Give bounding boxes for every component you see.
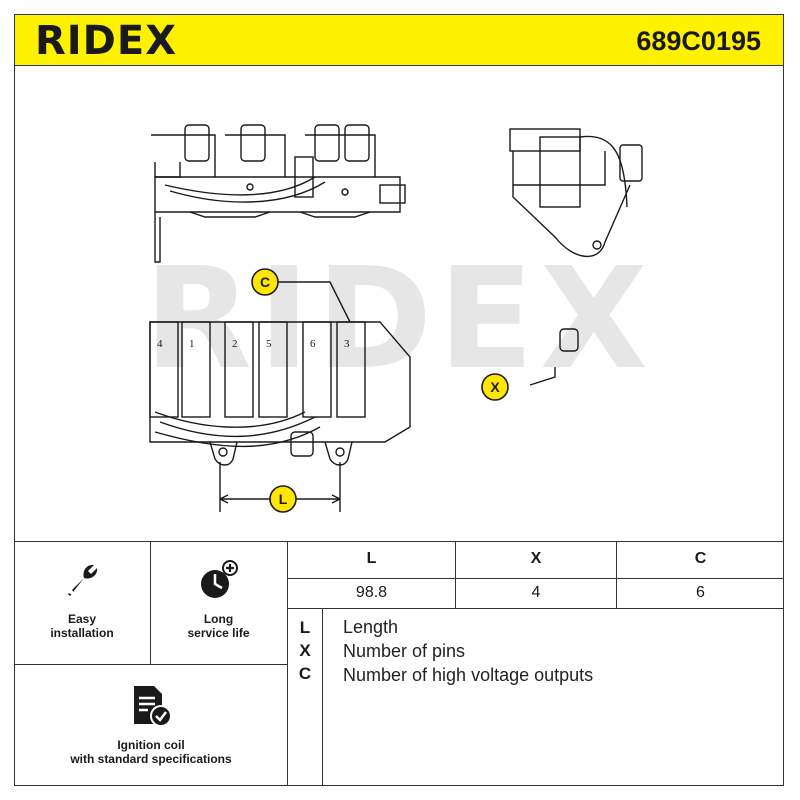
feature-easy-installation: Easy installation: [14, 558, 150, 640]
feature-label-line2: service life: [187, 626, 250, 640]
legend-text-pins: Number of pins: [343, 641, 466, 661]
clock-plus-icon: [200, 560, 238, 598]
side-view-top: [151, 124, 406, 263]
features-specs-divider: [287, 541, 288, 786]
specs-col-divider-1: [455, 541, 456, 608]
spec-value-x: 4: [531, 584, 541, 601]
features-divider-h: [14, 664, 288, 665]
coil-number: 6: [310, 338, 316, 350]
legend-text-length: Length: [343, 617, 399, 637]
spec-header-c: C: [694, 550, 707, 567]
callout-x-label: X: [490, 379, 500, 395]
brand-logo: RIDEX: [35, 18, 178, 64]
spec-value-c: 6: [696, 584, 705, 601]
coil-number: 2: [232, 338, 238, 350]
spec-header-l: L: [366, 550, 377, 567]
table-top-border: [14, 541, 784, 542]
feature-label-line2: installation: [50, 626, 114, 640]
coil-number-labels: 4 1 2 5 6 3: [157, 338, 350, 350]
legend-text-outputs: Number of high voltage outputs: [343, 665, 594, 685]
feature-label-line1: Easy: [67, 612, 97, 626]
legend-key-divider: [322, 608, 323, 786]
specs-col-divider-2: [616, 541, 617, 608]
feature-standard-specifications: Ignition coil with standard specificatio…: [14, 684, 288, 766]
coil-number: 1: [189, 338, 195, 350]
features-divider-v: [150, 541, 151, 664]
coil-number: 5: [266, 338, 272, 350]
spec-value-l: 98.8: [355, 584, 388, 601]
feature-label-line1: Long: [203, 612, 234, 626]
document-check-icon: [134, 686, 172, 727]
specs-values-bottom: [287, 608, 784, 609]
legend-key-x: X: [299, 641, 311, 660]
watermark: RIDEX: [144, 238, 654, 401]
callout-c: C: [251, 268, 279, 296]
callout-x: X: [481, 373, 509, 401]
legend-key-l: L: [299, 618, 311, 637]
feature-long-service-life: Long service life: [150, 558, 287, 640]
callout-l-label: L: [279, 491, 288, 507]
part-number: 689C0195: [636, 26, 761, 56]
coil-number: 3: [344, 338, 350, 350]
header-bar: RIDEX 689C0195: [14, 14, 784, 66]
coil-number: 4: [157, 338, 163, 350]
wrench-icon: [68, 564, 98, 596]
callout-c-label: C: [260, 274, 270, 290]
spec-header-x: X: [530, 550, 542, 567]
feature-label-line1: Ignition coil: [117, 738, 185, 752]
feature-label-line2: with standard specifications: [70, 752, 232, 766]
legend-key-c: C: [298, 664, 312, 683]
technical-drawing: RIDEX: [144, 124, 654, 513]
side-view-right: [509, 128, 643, 258]
callout-l: L: [269, 485, 297, 513]
specs-header-bottom: [287, 578, 784, 579]
front-view: [149, 281, 579, 512]
